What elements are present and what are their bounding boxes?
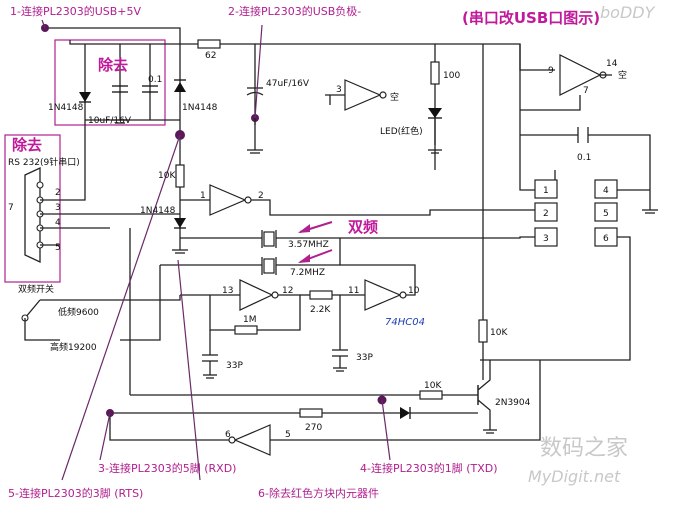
r62-label: 62 [205, 51, 216, 61]
r270-label: 270 [305, 423, 322, 433]
xtal1-label: 3.57MHZ [288, 240, 329, 250]
r10k-a-label: 10K [158, 171, 176, 181]
pad-label: 4 [603, 186, 609, 196]
pin-label: 11 [348, 286, 359, 296]
cap1-label: 10uF/16V [88, 116, 132, 126]
r10k-c-label: 10K [424, 381, 442, 391]
c33p-a-label: 33P [226, 361, 243, 371]
chip-label: 74HC04 [385, 317, 425, 328]
low-label: 低频9600 [58, 306, 99, 318]
note-1: 1-连接PL2303的USB+5V [10, 4, 142, 18]
cap2-label: 0.1 [148, 75, 162, 85]
transistor-label: 2N3904 [495, 398, 531, 408]
r10k-b-label: 10K [490, 328, 508, 338]
pin-label: 10 [408, 286, 420, 296]
rs232-label: RS 232(9针串口) [8, 156, 80, 168]
pin-label: 5 [55, 243, 61, 253]
watermark-url: MyDigit.net [528, 467, 621, 486]
pin-label: 13 [222, 286, 233, 296]
watermark-logo: boDDY [600, 3, 656, 22]
pin-label: 2 [258, 191, 264, 201]
pad-label: 6 [603, 234, 609, 244]
d3-label: 1N4148 [140, 206, 176, 216]
note-5: 5-连接PL2303的3脚 (RTS) [8, 486, 143, 500]
watermark-cn: 数码之家 [540, 436, 628, 461]
cap3-label: 47uF/16V [266, 79, 310, 89]
pin-label: 7 [8, 203, 14, 213]
r1m-label: 1M [243, 315, 257, 325]
pin-label: 5 [285, 430, 291, 440]
cap-01-label: 0.1 [577, 153, 591, 163]
pin-label: 1 [200, 191, 206, 201]
pin-label: 12 [282, 286, 293, 296]
kong1-label: 空 [390, 91, 399, 103]
c33p-b-label: 33P [356, 353, 373, 363]
remove-note-2: 除去 [12, 136, 42, 154]
removal-box-rs232 [4, 134, 61, 283]
pin-label: 2 [55, 188, 61, 198]
kong2-label: 空 [618, 69, 627, 81]
pin-label: 3 [55, 203, 61, 213]
pad-label: 5 [603, 209, 609, 219]
pin-label: 6 [225, 430, 231, 440]
pin-label: 4 [55, 218, 61, 228]
pad-label: 3 [543, 234, 549, 244]
pad-label: 1 [543, 186, 549, 196]
switch-label: 双频开关 [18, 283, 54, 295]
note-2: 2-连接PL2303的USB负极- [228, 4, 361, 18]
dual-freq-note: 双频 [348, 218, 378, 236]
pin-label: 7 [583, 86, 589, 96]
remove-note-1: 除去 [98, 56, 128, 74]
pin-label: 9 [548, 66, 554, 76]
note-3: 3-连接PL2303的5脚 (RXD) [98, 461, 236, 475]
high-label: 高频19200 [50, 341, 97, 353]
chip-pads [534, 179, 618, 247]
removal-box [54, 39, 166, 126]
pin-label: 3 [336, 85, 342, 95]
d2-label: 1N4148 [182, 103, 218, 113]
note-6: 6-除去红色方块内元器件 [258, 486, 379, 500]
usb-plus-wire [45, 27, 181, 135]
r22k-label: 2.2K [310, 305, 331, 315]
r100-label: 100 [443, 71, 460, 81]
pin-label: 14 [606, 59, 618, 69]
d1-label: 1N4148 [48, 103, 84, 113]
note-4: 4-连接PL2303的1脚 (TXD) [360, 461, 498, 475]
pad-label: 2 [543, 209, 549, 219]
led-label: LED(红色) [380, 125, 423, 137]
xtal2-label: 7.2MHZ [290, 268, 325, 278]
diagram-title-note: (串口改USB口图示) [462, 9, 600, 27]
